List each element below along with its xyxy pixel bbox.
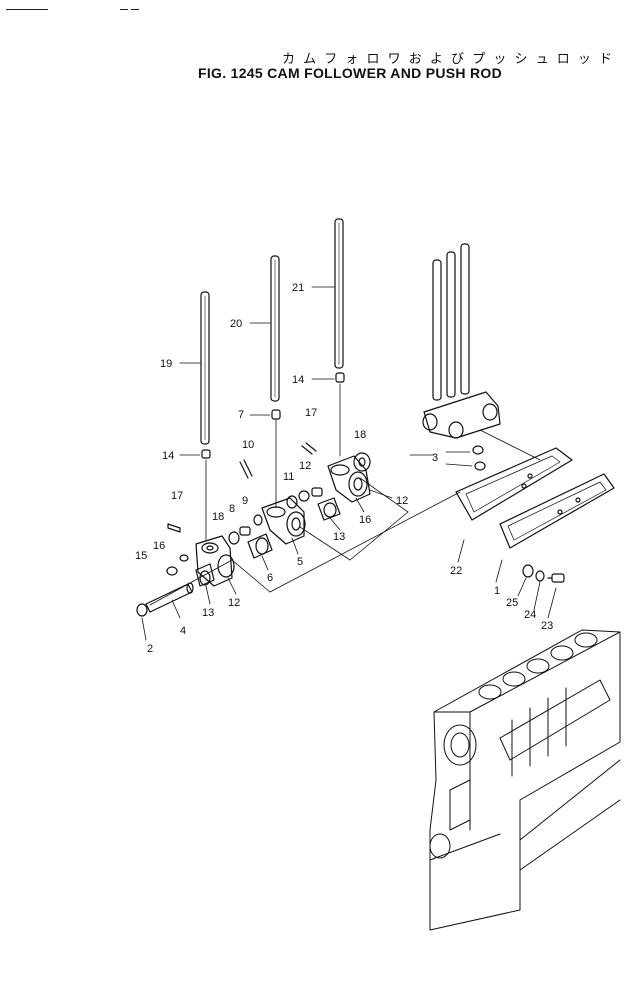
washer-18-left	[228, 531, 240, 545]
callout-16-right: 16	[359, 514, 371, 526]
callout-9: 9	[242, 495, 248, 507]
callout-20: 20	[230, 318, 242, 330]
cap-7	[271, 409, 281, 420]
shaft-4	[145, 582, 194, 613]
washer-12-middle	[298, 490, 310, 502]
callout-6: 6	[267, 572, 273, 584]
callout-24: 24	[524, 609, 536, 621]
washer-18-right	[353, 452, 371, 472]
callout-13-left: 13	[202, 607, 214, 619]
cam-follower-assembly-overview	[422, 243, 501, 439]
cap-14-right	[335, 372, 345, 383]
bolts-3	[445, 445, 486, 471]
callout-21: 21	[292, 282, 304, 294]
header-rule-left	[6, 9, 48, 10]
callout-12-upper: 12	[299, 460, 311, 472]
bolt-23	[547, 573, 565, 583]
pin-10	[239, 461, 249, 479]
callout-7: 7	[238, 409, 244, 421]
callout-14-left: 14	[162, 450, 174, 462]
callout-13-right: 13	[333, 531, 345, 543]
pin-17-left	[167, 523, 181, 533]
callout-18-right: 18	[354, 429, 366, 441]
cap-14-left	[201, 449, 211, 459]
washer-15	[166, 566, 178, 576]
callout-19: 19	[160, 358, 172, 370]
spring-8	[239, 526, 251, 536]
figure-title: FIG. 1245 CAM FOLLOWER AND PUSH ROD	[198, 65, 503, 81]
engine-block-illustration	[429, 629, 621, 931]
callout-14-right: 14	[292, 374, 304, 386]
push-rod-20	[270, 255, 280, 402]
callout-18-left: 18	[212, 511, 224, 523]
callout-11: 11	[283, 471, 294, 483]
header-rule-right	[131, 9, 139, 10]
callout-16-left: 16	[153, 540, 165, 552]
callout-5: 5	[297, 556, 303, 568]
cam-follower-middle	[261, 497, 306, 545]
callout-23: 23	[541, 620, 553, 632]
cover-1	[499, 473, 615, 549]
washer-9	[253, 514, 263, 526]
callout-12-right: 12	[396, 495, 408, 507]
header-rule-mid	[120, 9, 128, 10]
callout-10: 10	[242, 439, 254, 451]
washer-24	[535, 570, 545, 582]
cam-follower-left	[195, 535, 235, 587]
callout-1: 1	[494, 585, 500, 597]
bushing-13-right	[317, 497, 341, 521]
bushing-13-left	[195, 563, 215, 587]
assembly-axis-lines	[149, 477, 461, 606]
callout-17-left: 17	[171, 490, 183, 502]
bushing-6	[247, 533, 273, 559]
push-rod-19	[200, 291, 210, 445]
push-rod-21	[334, 218, 344, 369]
callout-12-lower: 12	[228, 597, 240, 609]
callout-3: 3	[432, 452, 438, 464]
callout-2: 2	[147, 643, 153, 655]
callout-15: 15	[135, 550, 147, 562]
callout-8: 8	[229, 503, 235, 515]
callout-17-right: 17	[305, 407, 317, 419]
figure-title-japanese: カ ム フ ォ ロ ワ お よ び プ ッ シ ュ ロ ッ ド	[282, 52, 614, 67]
gasket-22	[455, 447, 573, 521]
cam-follower-right	[327, 455, 371, 503]
callout-leaders	[141, 286, 557, 641]
pin-17-right	[301, 445, 313, 455]
washer-25	[522, 564, 534, 578]
plug-2	[136, 603, 148, 617]
ring-11	[286, 495, 298, 509]
callout-25: 25	[506, 597, 518, 609]
callout-4: 4	[180, 625, 186, 637]
ring-16-left	[179, 554, 189, 562]
callout-22: 22	[450, 565, 462, 577]
